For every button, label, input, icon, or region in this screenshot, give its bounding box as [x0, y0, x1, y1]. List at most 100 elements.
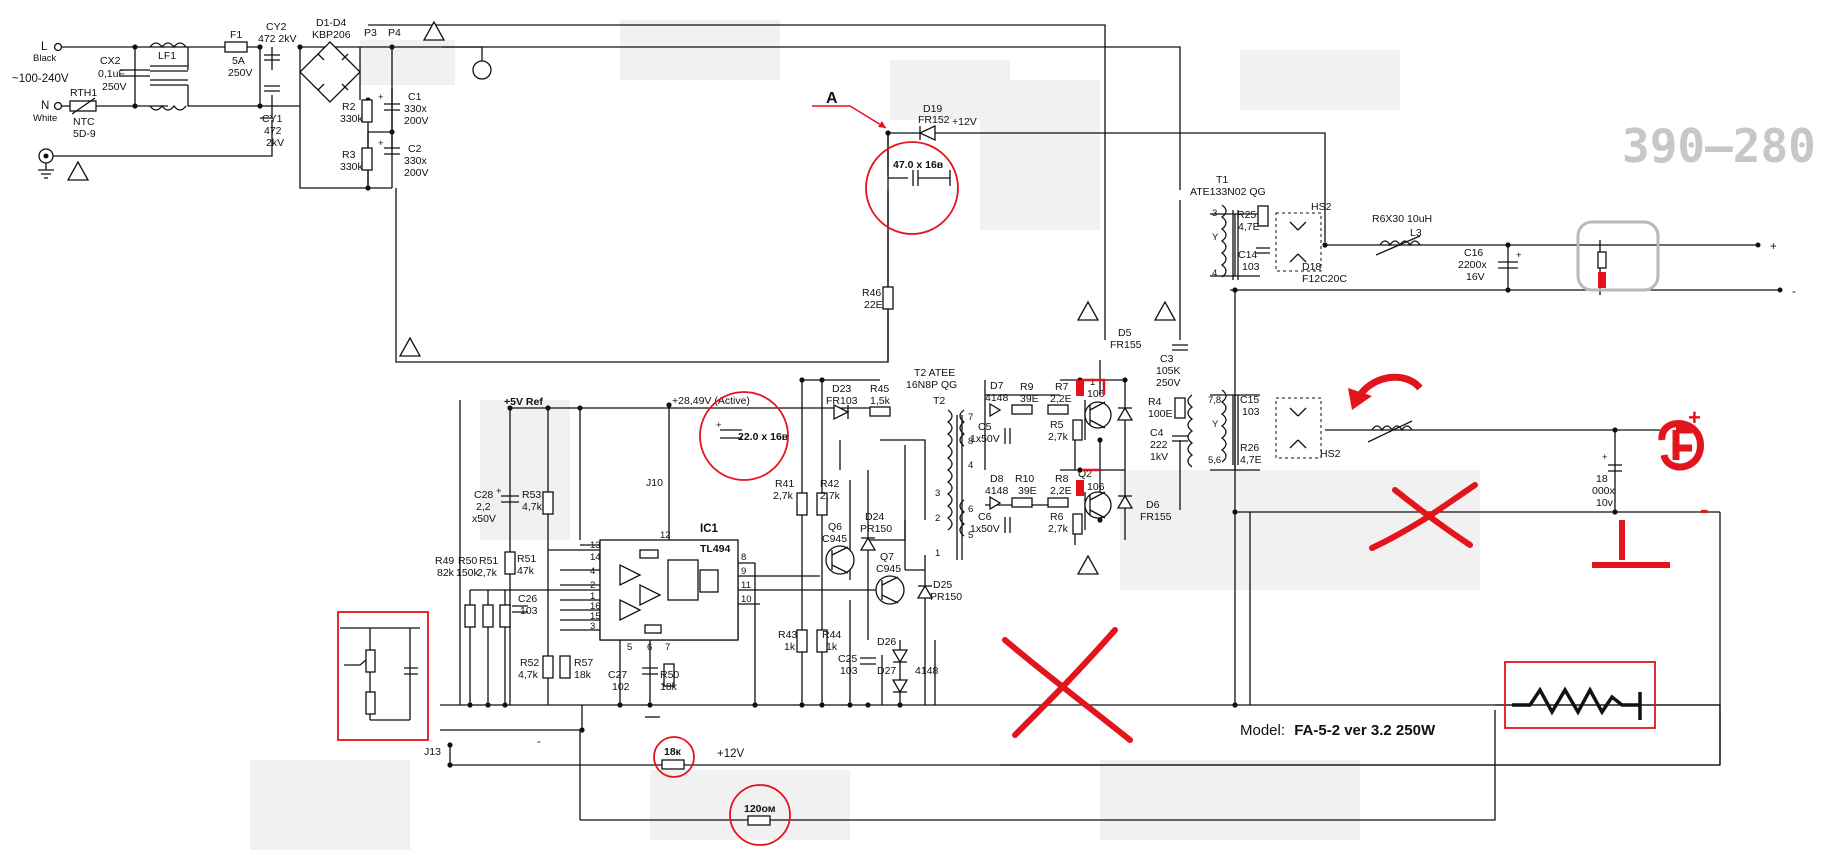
- red-ground-scribble: [1592, 520, 1670, 568]
- rth1-value: 5D-9: [73, 128, 96, 140]
- d24-type: PR150: [860, 523, 892, 535]
- r5-value: 2,7k: [1048, 431, 1069, 443]
- red-plus-mark: +: [1688, 405, 1701, 430]
- c16-name: C16: [1464, 247, 1483, 259]
- ic-pin: 4: [590, 566, 595, 577]
- f1-fuse-symbol: [224, 41, 248, 53]
- d26-name: D26: [877, 636, 896, 648]
- r8-value: 2,2E: [1050, 485, 1072, 497]
- r43-name: R43: [778, 629, 797, 641]
- r53-symbol: [542, 491, 554, 515]
- d8-type: 4148: [985, 485, 1009, 497]
- t2-pin: 1: [935, 548, 940, 559]
- r9-symbol: [1011, 404, 1033, 415]
- warning-icon: [398, 336, 422, 357]
- r7-symbol: [1047, 404, 1069, 415]
- d5-name: D5: [1118, 327, 1132, 339]
- d6-diode-icon: [1116, 494, 1134, 509]
- trimmer-symbol: [365, 649, 376, 673]
- t1-pin: Y: [1212, 419, 1219, 430]
- r120-value: 120ом: [744, 803, 776, 815]
- cy1-rating: 2kV: [266, 137, 284, 149]
- highlight-circle: [729, 784, 791, 846]
- r3-name: R3: [342, 149, 356, 161]
- r9-value: 39E: [1020, 393, 1039, 405]
- t2-pin: 7: [968, 412, 973, 423]
- c2-rating: 200V: [404, 167, 429, 179]
- d19-diode-icon: [918, 124, 936, 142]
- r5-name: R5: [1050, 419, 1064, 431]
- model-prefix: Model:: [1240, 722, 1285, 739]
- c3-name: C3: [1160, 353, 1174, 365]
- red-highlight-mark: [1076, 380, 1084, 396]
- r26-name: R26: [1240, 442, 1259, 454]
- r45-symbol: [869, 406, 891, 417]
- c15-value: 103: [1242, 406, 1260, 418]
- warning-icon: [66, 160, 90, 181]
- c47-value: 47.0 x 16в: [893, 159, 944, 171]
- r43-value: 1k: [784, 641, 796, 653]
- t2-pin: 4: [968, 460, 973, 471]
- d18-name: D18: [1302, 261, 1321, 273]
- d24-name: D24: [865, 511, 884, 523]
- c4-name: C4: [1150, 427, 1164, 439]
- t2-type: 16N8P QG: [906, 379, 957, 391]
- r4-value: 100E: [1148, 408, 1173, 420]
- highlight-circle: [865, 141, 959, 235]
- error-amp-icon: [639, 583, 662, 607]
- d8-name: D8: [990, 473, 1004, 485]
- cy2-value: 472 2kV: [258, 33, 297, 45]
- f1-current: 5A: [232, 55, 245, 67]
- r57-value: 18k: [574, 669, 592, 681]
- r8-symbol: [1047, 497, 1069, 508]
- t1-pin: 4: [1212, 268, 1217, 279]
- r42-symbol: [816, 492, 828, 516]
- error-amp-icon: [619, 598, 642, 622]
- ic-pin: 8: [741, 552, 746, 563]
- c3-value: 105K: [1156, 365, 1181, 377]
- r44-value: 1k: [826, 641, 838, 653]
- f1-name: F1: [230, 29, 242, 41]
- aux-supply-block: A D19 FR152 +12V 47.0 x 16в R46 22E: [398, 90, 1177, 575]
- r50b-value: 18k: [660, 681, 678, 693]
- bridge-name: D1-D4: [316, 17, 347, 29]
- r7-name: R7: [1055, 381, 1069, 393]
- main-transformer-block: T1 ATE133N02 QG 3 Y 4 R25 4,7E C14 103 H…: [1110, 174, 1796, 523]
- r25-symbol: [1257, 205, 1269, 227]
- r8-name: R8: [1055, 473, 1069, 485]
- r51-value: 47k: [517, 565, 535, 577]
- point-a-label: A: [826, 90, 838, 107]
- r41-value: 2,7k: [773, 490, 794, 502]
- model-value: FA-5-2 ver 3.2 250W: [1294, 722, 1436, 739]
- r53-value: 4,7k: [522, 501, 543, 513]
- svg-text:+: +: [378, 92, 384, 103]
- r18k-value: 18к: [664, 746, 682, 758]
- f1-voltage: 250V: [228, 67, 253, 79]
- c26-value: 103: [520, 605, 538, 617]
- ic-pin: 14: [590, 552, 601, 563]
- junctions: [132, 44, 1618, 768]
- q1-pin: 1: [1090, 377, 1095, 388]
- q7-type: C945: [876, 563, 901, 575]
- c4-rating: 1kV: [1150, 451, 1168, 463]
- j13-label: J13: [424, 746, 441, 758]
- r52-value: 4,7k: [518, 669, 539, 681]
- ic1-name: IC1: [700, 523, 719, 535]
- r53-name: R53: [522, 489, 541, 501]
- cx2-rating: 250V: [102, 81, 127, 93]
- d23-name: D23: [832, 383, 851, 395]
- t2-pin: 6: [968, 504, 973, 515]
- r50b-name: R50: [660, 669, 679, 681]
- r26-value: 4,7E: [1240, 454, 1262, 466]
- svg-text:+: +: [378, 138, 384, 149]
- c5-name: C5: [978, 421, 992, 433]
- r51b-name: R51: [479, 555, 498, 567]
- r44-symbol: [816, 629, 828, 653]
- ic-pin: 10: [741, 594, 752, 605]
- c25-value: 103: [840, 665, 858, 677]
- c27-value: 102: [612, 681, 630, 693]
- ic-pin: 7: [665, 642, 670, 653]
- r49-name: R49: [435, 555, 454, 567]
- c15-name: C15: [1240, 394, 1259, 406]
